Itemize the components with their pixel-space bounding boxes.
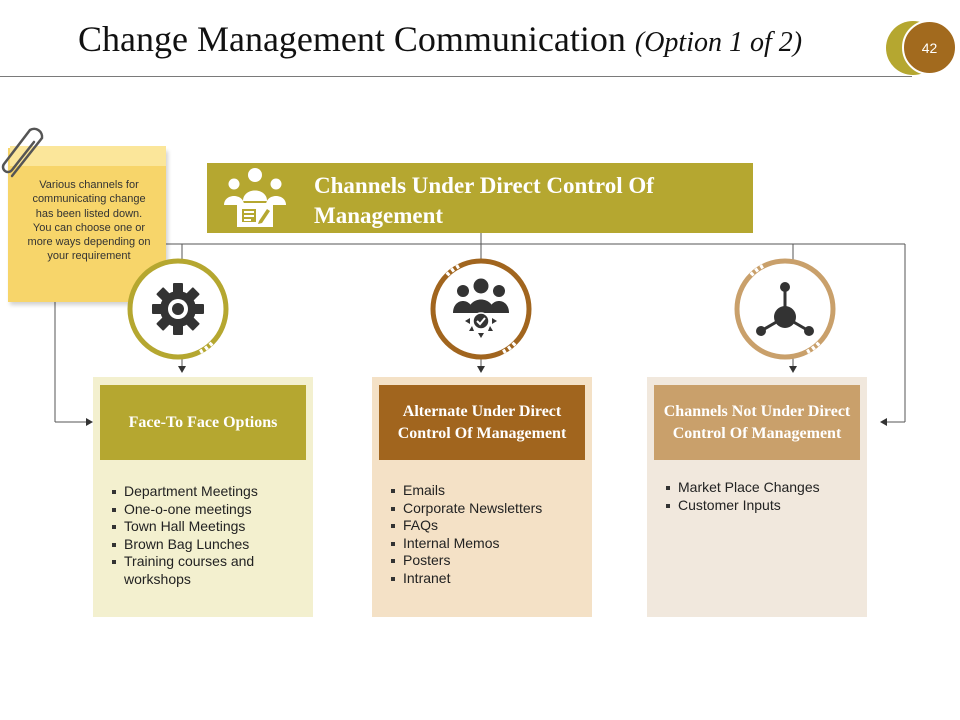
column-face-to-face: Face-To Face Options Department Meetings…: [93, 377, 313, 617]
list-item: Brown Bag Lunches: [111, 536, 301, 554]
gear-icon: [152, 283, 204, 335]
main-header-title: Channels Under Direct Control Of Managem…: [314, 173, 654, 228]
list-item: Emails: [390, 482, 586, 500]
list-item: One-o-one meetings: [111, 501, 301, 519]
column-header: Channels Not Under Direct Control Of Man…: [654, 385, 860, 460]
page-number-badge: 42: [902, 20, 957, 75]
sticky-note-text: Various channels for communicating chang…: [27, 179, 151, 263]
sticky-note: Various channels for communicating chang…: [8, 148, 166, 302]
column-header: Alternate Under Direct Control Of Manage…: [379, 385, 585, 460]
list-item: FAQs: [390, 517, 586, 535]
column-list: Department Meetings One-o-one meetings T…: [111, 483, 301, 589]
title-main: Change Management Communication: [78, 19, 626, 59]
team-document-icon: [224, 168, 286, 227]
column-list: Market Place Changes Customer Inputs: [665, 479, 861, 514]
list-item: Town Hall Meetings: [111, 518, 301, 536]
list-item: Intranet: [390, 570, 586, 588]
list-item: Training courses and workshops: [111, 553, 301, 588]
list-item: Corporate Newsletters: [390, 500, 586, 518]
team-network-icon: [453, 278, 509, 338]
title-divider: [0, 76, 912, 77]
team-ring: [430, 258, 532, 360]
column-alternate-direct: Alternate Under Direct Control Of Manage…: [372, 377, 592, 617]
list-item: Customer Inputs: [665, 497, 861, 515]
sticky-note-fold: [10, 146, 166, 166]
column-header: Face-To Face Options: [100, 385, 306, 460]
title-option: (Option 1 of 2): [634, 27, 803, 58]
list-item: Market Place Changes: [665, 479, 861, 497]
list-item: Posters: [390, 552, 586, 570]
main-header-box: Channels Under Direct Control Of Managem…: [207, 163, 753, 233]
list-item: Department Meetings: [111, 483, 301, 501]
slide-title: Change Management Communication (Option …: [78, 18, 802, 60]
network-nodes-icon: [756, 282, 814, 336]
list-item: Internal Memos: [390, 535, 586, 553]
column-not-direct: Channels Not Under Direct Control Of Man…: [647, 377, 867, 617]
network-ring: [734, 258, 836, 360]
paperclip-icon: [1, 127, 44, 178]
gear-ring: [127, 258, 229, 360]
column-list: Emails Corporate Newsletters FAQs Intern…: [390, 482, 586, 588]
